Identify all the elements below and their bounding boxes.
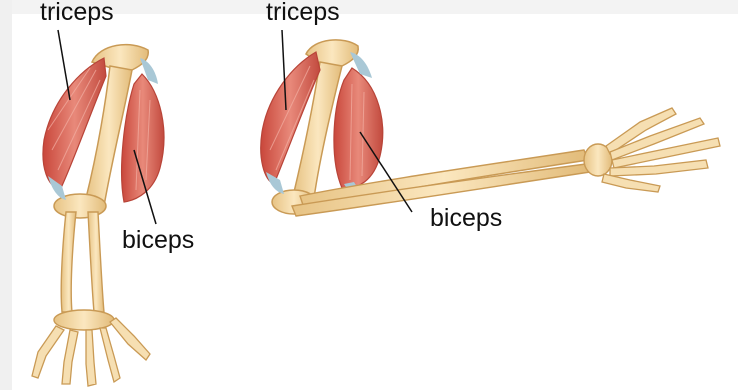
straight-arm-radius	[61, 212, 76, 312]
straight-arm-ulna	[88, 212, 104, 312]
straight-arm-wrist	[54, 310, 114, 330]
straight-arm-biceps-label: biceps	[122, 228, 194, 253]
straight-arm-triceps-pointer	[58, 30, 70, 100]
straight-arm-triceps-label: triceps	[40, 0, 114, 25]
bent-arm-biceps-label: biceps	[430, 206, 502, 231]
straight-arm	[32, 45, 164, 386]
bent-arm-biceps-muscle	[334, 68, 383, 188]
bent-arm-triceps-label: triceps	[266, 0, 340, 25]
bent-arm	[261, 40, 720, 216]
bent-arm-hand	[602, 108, 720, 192]
